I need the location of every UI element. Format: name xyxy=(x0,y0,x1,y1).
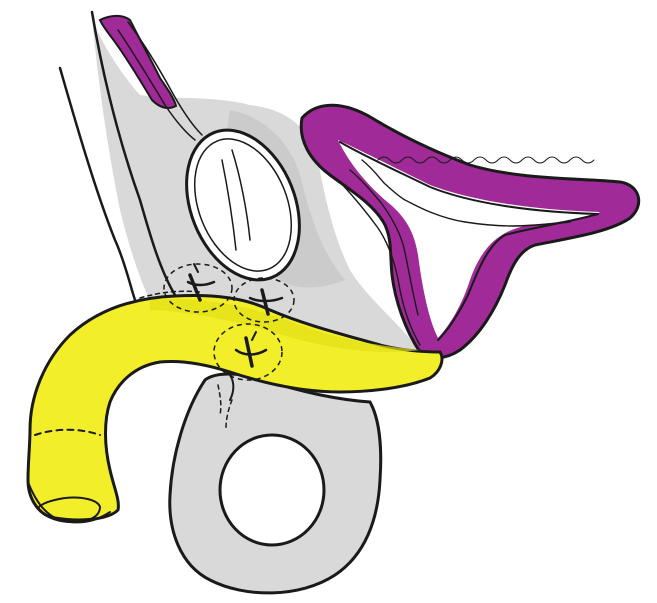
ring-structure xyxy=(170,374,381,593)
